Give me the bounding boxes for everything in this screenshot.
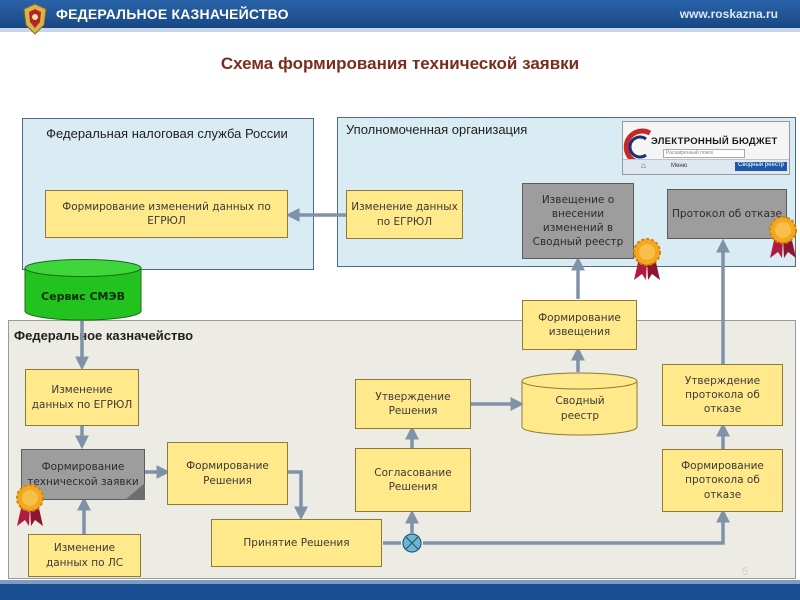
footer-bar	[0, 584, 800, 600]
consolidated-registry-label: Сводный реестр	[555, 395, 605, 422]
accept-decision-box: Принятие Решения	[211, 519, 382, 567]
treasury-egrul-change-box: Изменение данных по ЕГРЮЛ	[25, 369, 139, 426]
agree-decision-box: Согласование Решения	[355, 448, 471, 512]
approve-refusal-box: Утверждение протокола об отказе	[662, 364, 783, 426]
seal-badge-icon	[769, 216, 797, 258]
fns-form-changes-box: Формирование изменений данных по ЕГРЮЛ	[45, 190, 288, 238]
consolidated-registry-cylinder	[521, 372, 638, 436]
form-tech-request-box: Формирование технической заявки	[21, 449, 145, 500]
site-url-link[interactable]: www.roskazna.ru	[679, 7, 778, 21]
budget-nav-bar: ⌂ Меню Сводный реестр	[623, 159, 789, 174]
fns-panel-label: Федеральная налоговая служба России	[46, 126, 288, 141]
arrow-decision-to-accept	[288, 470, 308, 521]
budget-registry-button: Сводный реестр	[735, 162, 787, 171]
org-name: ФЕДЕРАЛЬНОЕ КАЗНАЧЕЙСТВО	[56, 6, 289, 22]
budget-logo-title: ЭЛЕКТРОННЫЙ БЮДЖЕТ	[651, 136, 778, 147]
arrow-node-to-refusal	[423, 508, 730, 545]
budget-menu: Меню	[671, 163, 688, 169]
auth-egrul-change-box: Изменение данных по ЕГРЮЛ	[346, 190, 463, 239]
decision-node	[402, 533, 422, 553]
budget-search-placeholder: Расширенный поиск	[666, 150, 714, 156]
home-icon: ⌂	[641, 161, 646, 170]
electronic-budget-logo: ЭЛЕКТРОННЫЙ БЮДЖЕТ Расширенный поиск ⌂ М…	[622, 121, 790, 175]
authorized-org-panel-label: Уполномоченная организация	[346, 122, 528, 137]
budget-search-field: Расширенный поиск	[663, 149, 745, 158]
smev-service-label: Сервис СМЭВ	[41, 290, 125, 303]
header-bar	[0, 0, 800, 28]
smev-service-cylinder	[24, 259, 142, 321]
page-title: Схема формирования технической заявки	[220, 54, 580, 73]
form-refusal-box: Формирование протокола об отказе	[662, 449, 783, 512]
form-decision-box: Формирование Решения	[167, 442, 288, 505]
tech-request-fold	[125, 483, 145, 500]
page-number: 5	[742, 566, 749, 578]
refusal-protocol-box: Протокол об отказе	[667, 189, 787, 239]
header-divider	[0, 28, 800, 32]
approve-decision-box: Утверждение Решения	[355, 379, 471, 429]
seal-badge-icon	[16, 484, 44, 526]
seal-badge-icon	[633, 238, 661, 280]
emblem-icon	[23, 3, 47, 35]
registry-notice-box: Извещение о внесении изменений в Сводный…	[522, 183, 634, 259]
ls-change-box: Изменение данных по ЛС	[28, 534, 141, 577]
footer-divider	[0, 580, 800, 584]
treasury-panel-label: Федеральное казначейство	[14, 328, 194, 343]
form-notice-box: Формирование извещения	[522, 300, 637, 350]
